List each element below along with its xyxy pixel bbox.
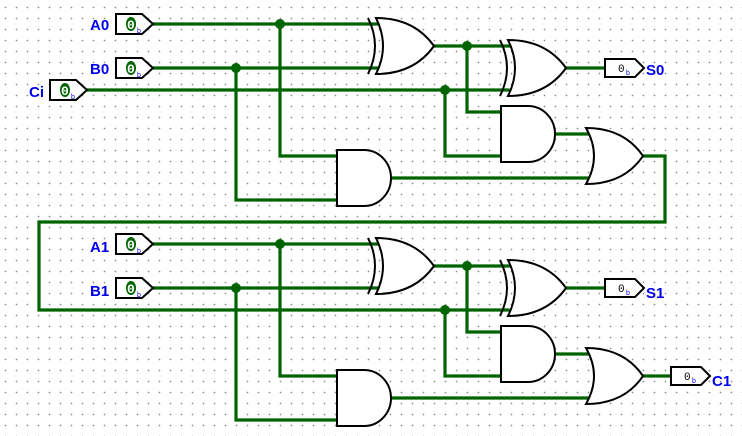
label-s0: S0 — [646, 62, 664, 79]
wire-ci-to-and — [443, 88, 504, 158]
wires-stage-1 — [152, 242, 674, 422]
pin-state-indicator — [126, 281, 136, 295]
pin-radix: b — [137, 248, 141, 255]
xor-gate-a0-b0[interactable] — [367, 16, 436, 76]
or-gate-carry-1[interactable] — [584, 346, 645, 406]
wire-xor0-to-and — [465, 44, 504, 114]
xor-gate-a1-b1[interactable] — [367, 236, 436, 296]
and-gate-propagate-0[interactable] — [500, 105, 556, 163]
pin-value: 0 — [127, 62, 135, 77]
junction — [440, 85, 450, 95]
input-pin-ci[interactable]: 0 b — [49, 79, 89, 101]
pin-radix: b — [137, 292, 141, 299]
pin-radix: b — [137, 72, 141, 79]
pin-value: 0 — [61, 84, 69, 99]
pin-radix: b — [137, 28, 141, 35]
wire-c0-to-and — [443, 308, 504, 378]
junction — [462, 261, 472, 271]
xor-gate-sum-s1[interactable] — [499, 258, 568, 318]
pin-value: 0 — [127, 18, 135, 33]
junction — [462, 41, 472, 51]
pin-state-indicator — [126, 61, 136, 75]
and-gate-generate-0[interactable] — [336, 149, 392, 207]
and-gate-propagate-1[interactable] — [500, 325, 556, 383]
output-pin-c1: 0 b — [670, 366, 712, 386]
label-a0: A0 — [90, 17, 109, 34]
or-gate-carry-0[interactable] — [584, 126, 645, 186]
junctions-stage-1 — [231, 239, 472, 315]
junction — [231, 283, 241, 293]
xor-gate-sum-s0[interactable] — [499, 38, 568, 98]
pin-state-indicator — [60, 83, 70, 97]
pin-value: 0 — [127, 282, 135, 297]
junction — [275, 19, 285, 29]
label-c1: C1 — [712, 373, 731, 390]
wires-stage-0 — [37, 22, 667, 312]
junction — [231, 63, 241, 73]
wire-a1-to-and — [278, 242, 340, 378]
output-pin-s0: 0 b — [604, 58, 646, 78]
label-b0: B0 — [90, 61, 109, 78]
pin-radix: b — [626, 290, 630, 297]
wire-xor1-to-and — [465, 264, 504, 334]
junction — [275, 239, 285, 249]
pin-state-indicator — [126, 17, 136, 31]
output-pin-s1: 0 b — [604, 278, 646, 298]
and-gate-generate-1[interactable] — [336, 369, 392, 427]
label-a1: A1 — [90, 239, 109, 256]
pin-value: 0 — [618, 284, 625, 296]
pin-radix: b — [692, 378, 696, 385]
wire-a0-to-and — [278, 22, 340, 158]
label-ci: Ci — [29, 84, 44, 101]
wire-b1-to-and — [234, 286, 340, 422]
pin-value: 0 — [684, 372, 691, 384]
label-s1: S1 — [646, 285, 664, 302]
input-pin-b1[interactable]: 0 b — [115, 277, 155, 299]
pin-radix: b — [626, 70, 630, 77]
pin-value: 0 — [127, 238, 135, 253]
input-pin-b0[interactable]: 0 b — [115, 57, 155, 79]
junction — [440, 305, 450, 315]
pin-state-indicator — [126, 237, 136, 251]
pin-value: 0 — [618, 64, 625, 76]
junctions-stage-0 — [231, 19, 472, 95]
pin-radix: b — [71, 94, 75, 101]
label-b1: B1 — [90, 283, 109, 300]
wire-carry0 — [37, 154, 667, 312]
input-pin-a0[interactable]: 0 b — [115, 13, 155, 35]
input-pin-a1[interactable]: 0 b — [115, 233, 155, 255]
wire-b0-to-and — [234, 66, 340, 202]
